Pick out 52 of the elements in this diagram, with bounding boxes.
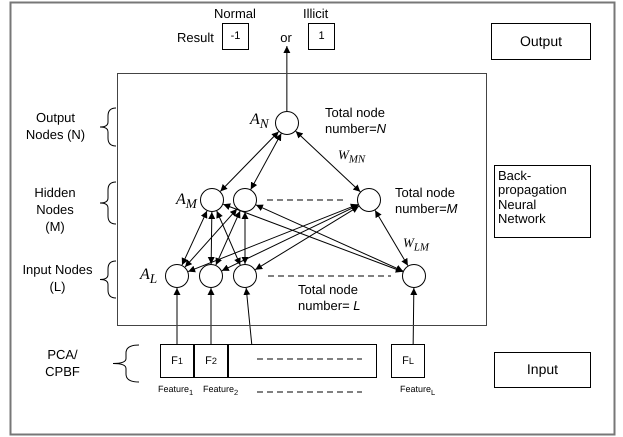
text-label: Total node number=N [325,105,388,138]
neuron-circle [165,264,189,288]
arrow [208,212,216,264]
neuron-circle [275,111,299,135]
arrow [250,133,282,190]
text-label: Total node number= L [298,282,362,314]
stage-box: Output [491,23,591,60]
node-caption: Illicit [303,6,328,22]
arrow [184,208,238,268]
arrow [174,288,180,344]
node-caption: Feature$_{L}$ [400,384,436,397]
text-label: Output Nodes (N) [24,110,86,144]
arrow [243,287,252,344]
value-box: 1 [308,23,335,50]
stage-box: Input [494,352,591,388]
arrow [410,288,418,344]
node-caption: A$_{L}$ [140,266,158,288]
neuron-circle [402,264,426,288]
weight-label: W$_{LM}$ [403,235,429,254]
node-caption: Feature$_{2}$ [203,384,238,397]
node-caption: Feature$_{1}$ [158,384,194,397]
neuron-circle [233,188,257,212]
node-caption: Normal [214,6,256,22]
arrow [254,206,360,270]
neuron-circle [357,188,381,212]
arrow [283,46,290,112]
neuron-circle [233,264,257,288]
arrow [295,130,361,192]
feature-bar [228,344,377,378]
arrow [220,131,280,192]
neuron-circle [199,264,223,288]
arrow [182,210,208,266]
neuron-circle [200,188,224,212]
text-label: Total node number=M [395,185,459,218]
network-frame [117,73,487,326]
arrow [222,203,404,273]
arrow [242,212,248,264]
text-label: Result [177,30,215,46]
arrow [208,288,214,344]
node-caption: A$_{N}$ [250,111,269,132]
node-caption: A$_{M}$ [176,191,197,212]
arrow [221,204,359,272]
text-label: Input Nodes (L) [21,262,94,296]
arrow [188,204,358,272]
text-label: PCA/ CPBF [44,347,81,381]
weight-label: W$_{MN}$ [338,147,366,166]
text-label: Hidden Nodes (M) [33,185,77,236]
text-label: or [276,30,296,46]
arrow [255,204,404,272]
value-box: -1 [222,23,249,50]
stage-box: Back-propagation Neural Network [494,165,591,238]
arrow [374,210,408,266]
